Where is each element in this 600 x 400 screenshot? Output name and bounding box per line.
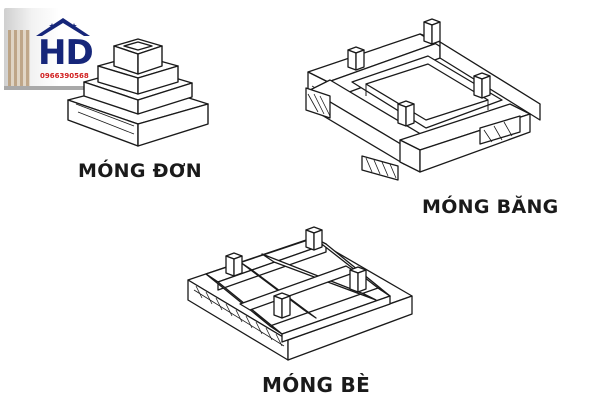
raft-column-stubs bbox=[226, 227, 366, 318]
footing-column-stub bbox=[114, 39, 162, 74]
logo-text: HD bbox=[38, 33, 94, 73]
label-raft-footing: MÓNG BÈ bbox=[262, 373, 371, 397]
label-strip-footing: MÓNG BĂNG bbox=[422, 196, 559, 218]
strip-cut-end-hatch bbox=[306, 88, 520, 180]
strip-column-stubs bbox=[348, 19, 490, 126]
company-logo: HD 0966390568 bbox=[4, 8, 96, 90]
strip-inner-ring bbox=[352, 56, 502, 128]
logo-rebar-image bbox=[8, 30, 30, 86]
raft-slab-hatch bbox=[196, 286, 282, 346]
label-isolated-footing: MÓNG ĐƠN bbox=[78, 160, 202, 182]
logo-underline bbox=[4, 86, 96, 90]
logo-house-roof-icon bbox=[36, 18, 90, 36]
logo-phone-number: 0966390568 bbox=[40, 72, 89, 80]
